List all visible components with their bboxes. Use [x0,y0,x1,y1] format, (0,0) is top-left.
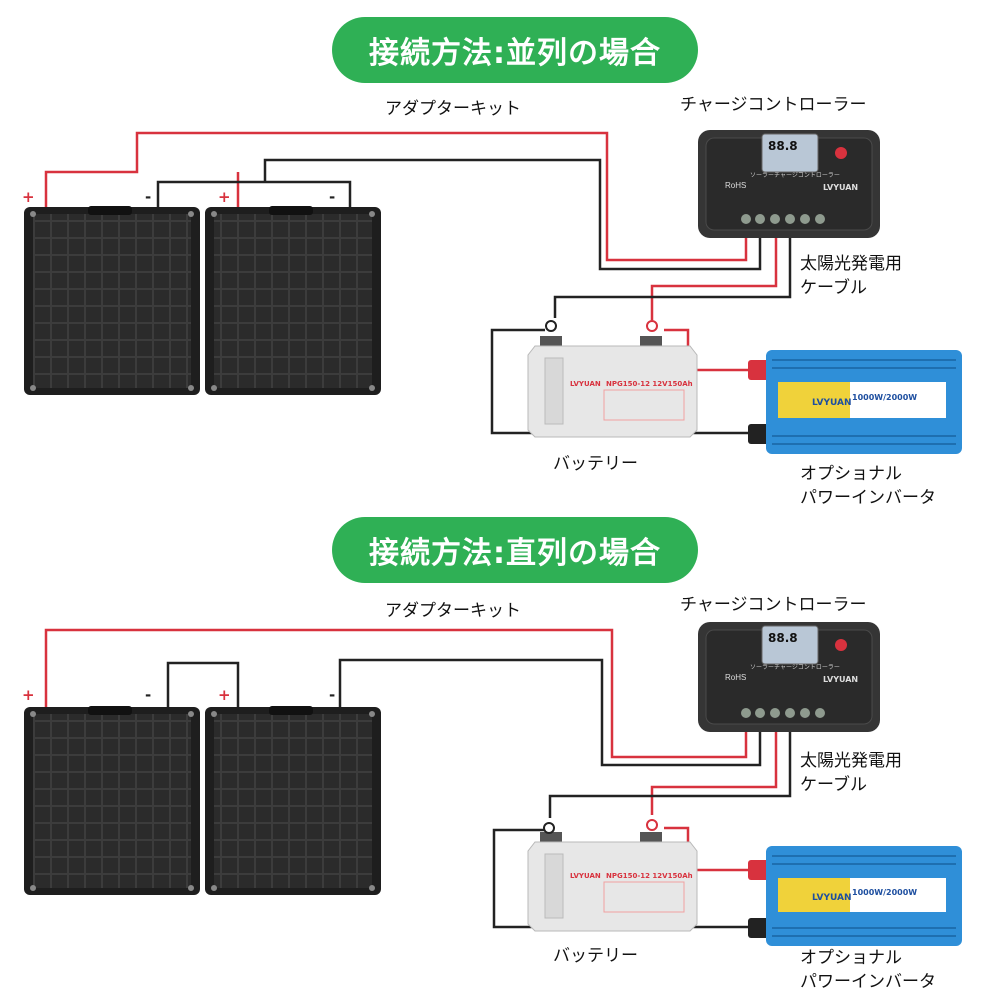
series-section: 接続方法:直列の場合 アダプターキット チャージコントローラー 太陽光発電用 ケ… [0,500,1000,1000]
plus-sign: + [22,188,35,206]
solar-cable-label-line2: ケーブル [800,278,867,298]
battery: LVYUAN NPG150-12 12V150Ah [527,832,698,932]
solar-panel [205,206,381,395]
power-inverter: LVYUAN 1000W/2000W [748,350,962,454]
inverter-label-line2: パワーインバータ [800,972,936,992]
controller-subtitle: ソーラーチャージコントローラー [750,172,840,179]
inverter-rating: 1000W/2000W [852,393,917,402]
battery-model: NPG150-12 12V150Ah [606,872,693,880]
charge-controller: 88.8 RoHS ソーラーチャージコントローラー LVYUAN [698,622,880,732]
battery-label: バッテリー [553,454,638,474]
solar-panel [205,706,381,895]
parallel-wiring-diagram: + - + - 88.8 RoHS ソーラーチャージコントロ [22,130,962,454]
inverter-label-line1: オプショナル [800,948,902,968]
svg-text:RoHS: RoHS [725,673,746,682]
battery: LVYUAN NPG150-12 12V150Ah [527,336,698,438]
charge-controller-label: チャージコントローラー [680,595,867,615]
controller-brand: LVYUAN [823,183,858,192]
solar-cable-label-line1: 太陽光発電用 [800,751,902,771]
adapter-kit-label: アダプターキット [385,99,521,119]
charge-controller: 88.8 RoHS ソーラーチャージコントローラー LVYUAN [698,130,880,238]
solar-panel [24,706,200,895]
solar-cable-label-line2: ケーブル [800,775,867,795]
minus-sign: - [329,686,335,704]
power-inverter: LVYUAN 1000W/2000W [748,846,962,946]
section-title-parallel: 接続方法:並列の場合 [332,17,698,83]
controller-brand: LVYUAN [823,675,858,684]
minus-sign: - [145,188,151,206]
battery-label: バッテリー [553,946,638,966]
solar-cable-label-line1: 太陽光発電用 [800,254,902,274]
inverter-label-line1: オプショナル [800,464,902,484]
svg-text:RoHS: RoHS [725,181,746,190]
inverter-brand: LVYUAN [812,893,852,903]
plus-sign: + [22,686,35,704]
plus-sign: + [218,188,231,206]
battery-model: NPG150-12 12V150Ah [606,380,693,388]
section-title-series: 接続方法:直列の場合 [332,517,698,583]
parallel-section: 接続方法:並列の場合 アダプターキット チャージコントローラー 太陽光発電用 ケ… [22,17,962,508]
controller-lcd-readout: 88.8 [768,139,798,153]
minus-sign: - [145,686,151,704]
negative-wires [166,658,792,929]
controller-lcd-readout: 88.8 [768,631,798,645]
adapter-kit-label: アダプターキット [385,601,521,621]
inverter-brand: LVYUAN [812,398,852,408]
charge-controller-label: チャージコントローラー [680,95,867,115]
inverter-rating: 1000W/2000W [852,888,917,897]
battery-brand: LVYUAN [570,872,601,880]
minus-sign: - [329,188,335,206]
series-wiring-diagram: + - + - 88.8 RoHS ソーラーチャージコントロ [22,622,962,946]
inverter-label-line2: パワーインバータ [800,488,936,508]
plus-sign: + [218,686,231,704]
battery-brand: LVYUAN [570,380,601,388]
solar-panel [24,206,200,395]
controller-subtitle: ソーラーチャージコントローラー [750,664,840,671]
